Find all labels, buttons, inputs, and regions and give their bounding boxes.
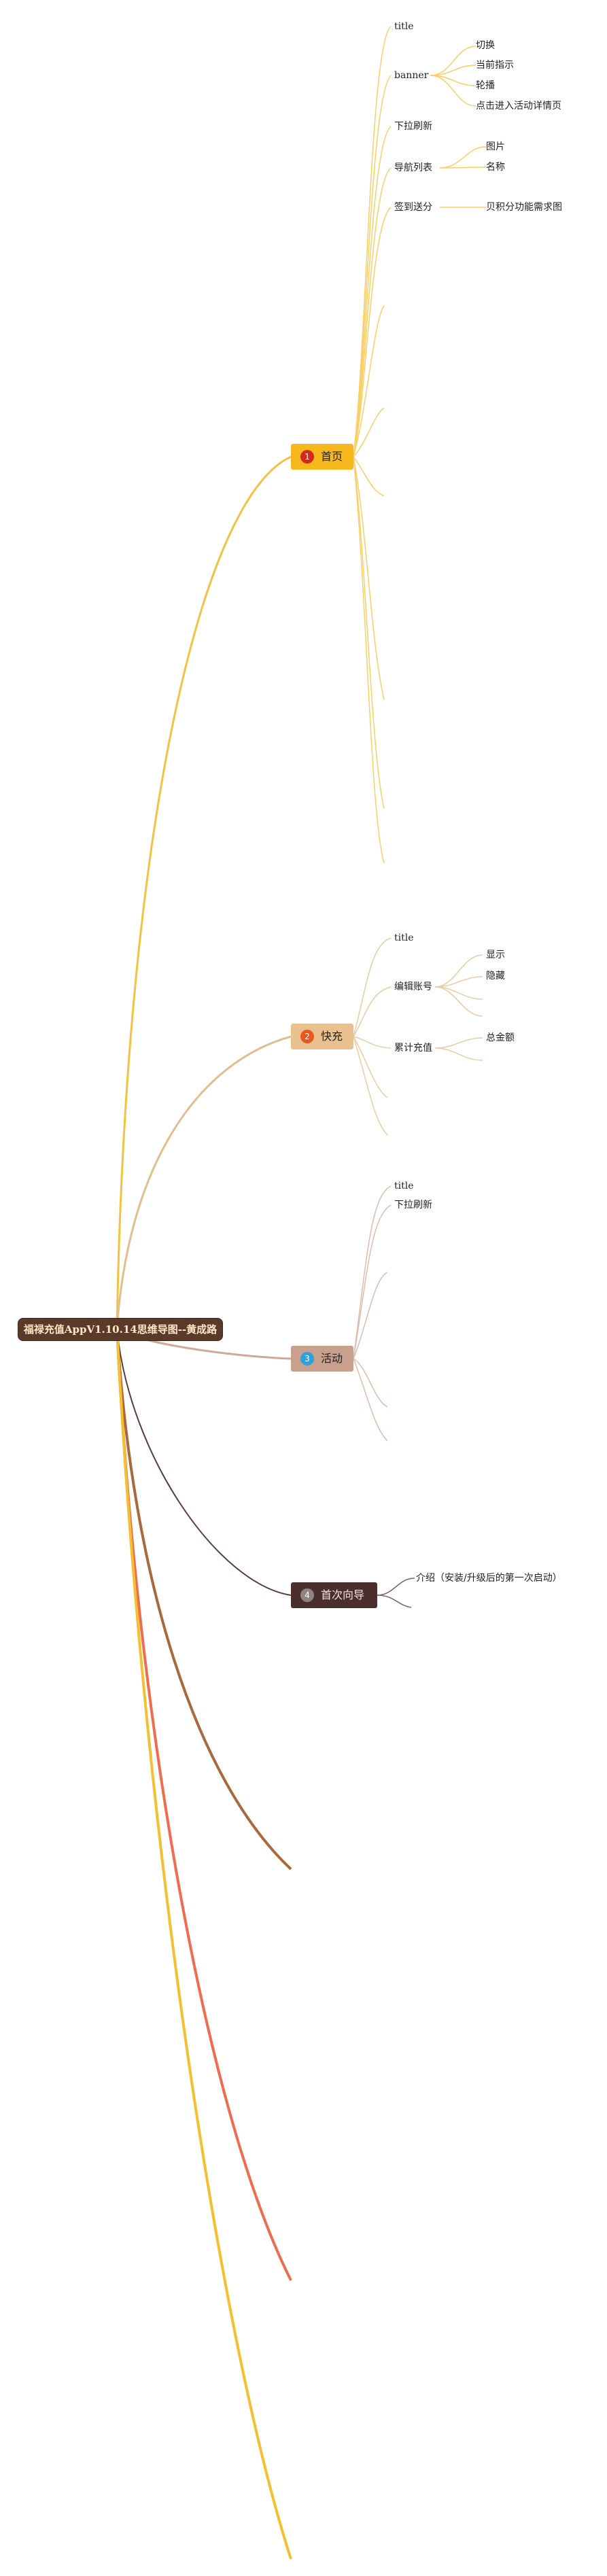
leaf-total-recharge[interactable]: 累计充值 — [394, 1043, 432, 1054]
trunk-2 — [116, 1035, 292, 1329]
leaf-nav-list[interactable]: 导航列表 — [394, 162, 432, 173]
number-badge-icon: 2 — [300, 1030, 314, 1043]
branch-label: 快充 — [321, 1030, 343, 1043]
branch-label: 首次向导 — [321, 1588, 365, 1601]
trunk-5 — [116, 1328, 292, 1870]
leaf-points-requirements[interactable]: 贝积分功能需求图 — [486, 202, 562, 213]
leaf-hide[interactable]: 隐藏 — [486, 971, 505, 981]
branch-4-connectors — [377, 1578, 415, 1608]
branch-node-activity[interactable]: 3 活动 — [291, 1346, 353, 1372]
branch-2-connectors — [353, 937, 483, 1136]
branch-node-first-guide[interactable]: 4 首次向导 — [291, 1582, 377, 1608]
leaf-carousel[interactable]: 轮播 — [476, 80, 495, 91]
number-badge-icon: 4 — [300, 1588, 314, 1602]
leaf-banner[interactable]: banner — [394, 70, 429, 81]
branch-label: 首页 — [321, 450, 343, 463]
leaf-signin-points[interactable]: 签到送分 — [394, 202, 432, 213]
branch-3-connectors — [353, 1185, 392, 1442]
root-node[interactable]: 福禄充值AppV1.10.14思维导图--黄成路 — [18, 1318, 223, 1341]
leaf-activity-detail[interactable]: 点击进入活动详情页 — [476, 101, 561, 111]
leaf-total-amount[interactable]: 总金额 — [486, 1032, 515, 1043]
leaf-intro[interactable]: 介绍（安装/升级后的第一次启动） — [416, 1573, 562, 1584]
leaf-pull-refresh[interactable]: 下拉刷新 — [394, 121, 432, 132]
leaf-current-indicator[interactable]: 当前指示 — [476, 60, 514, 71]
number-badge-icon: 1 — [300, 450, 314, 464]
leaf-switch[interactable]: 切换 — [476, 40, 495, 51]
number-badge-icon: 3 — [300, 1352, 314, 1365]
trunk-6 — [116, 1328, 292, 2281]
trunk-4 — [116, 1328, 292, 1596]
leaf-show[interactable]: 显示 — [486, 950, 505, 960]
leaf-name[interactable]: 名称 — [486, 162, 505, 173]
branch-label: 活动 — [321, 1352, 343, 1365]
leaf-pull-refresh[interactable]: 下拉刷新 — [394, 1200, 432, 1211]
leaf-edit-account[interactable]: 编辑账号 — [394, 981, 432, 992]
branch-1-connectors — [353, 26, 487, 864]
branch-node-quick-charge[interactable]: 2 快充 — [291, 1024, 353, 1049]
trunk-1 — [116, 455, 292, 1329]
leaf-title[interactable]: title — [394, 933, 414, 943]
leaf-title[interactable]: title — [394, 1181, 414, 1191]
trunk-7 — [116, 1328, 292, 2560]
branch-node-home[interactable]: 1 首页 — [291, 444, 353, 470]
leaf-image[interactable]: 图片 — [486, 141, 505, 152]
leaf-title[interactable]: title — [394, 21, 414, 32]
